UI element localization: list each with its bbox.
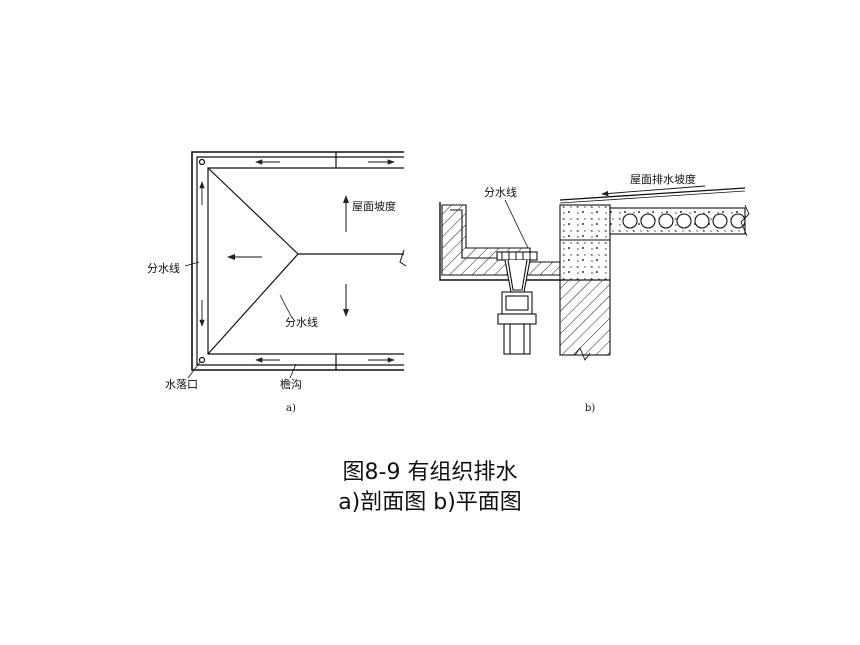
slope-label-left: 屋面坡度 [352,199,396,213]
section-diagram [439,185,750,361]
sub-label-a: a) [286,403,296,414]
sub-label-b: b) [585,403,595,414]
divide-line-label-outer: 分水线 [147,261,180,275]
figure-caption-title: 图8-9 有组织排水 [342,460,518,485]
plan-diagram [184,151,407,379]
gutter-label: 檐沟 [280,377,302,391]
divide-line-label-inner: 分水线 [285,315,318,329]
divide-line-label-right: 分水线 [484,185,517,199]
outlet-label: 水落口 [165,378,198,391]
figure-caption-subtitle: a)剖面图 b)平面图 [338,490,522,515]
slope-label-right: 屋面排水坡度 [630,172,696,186]
